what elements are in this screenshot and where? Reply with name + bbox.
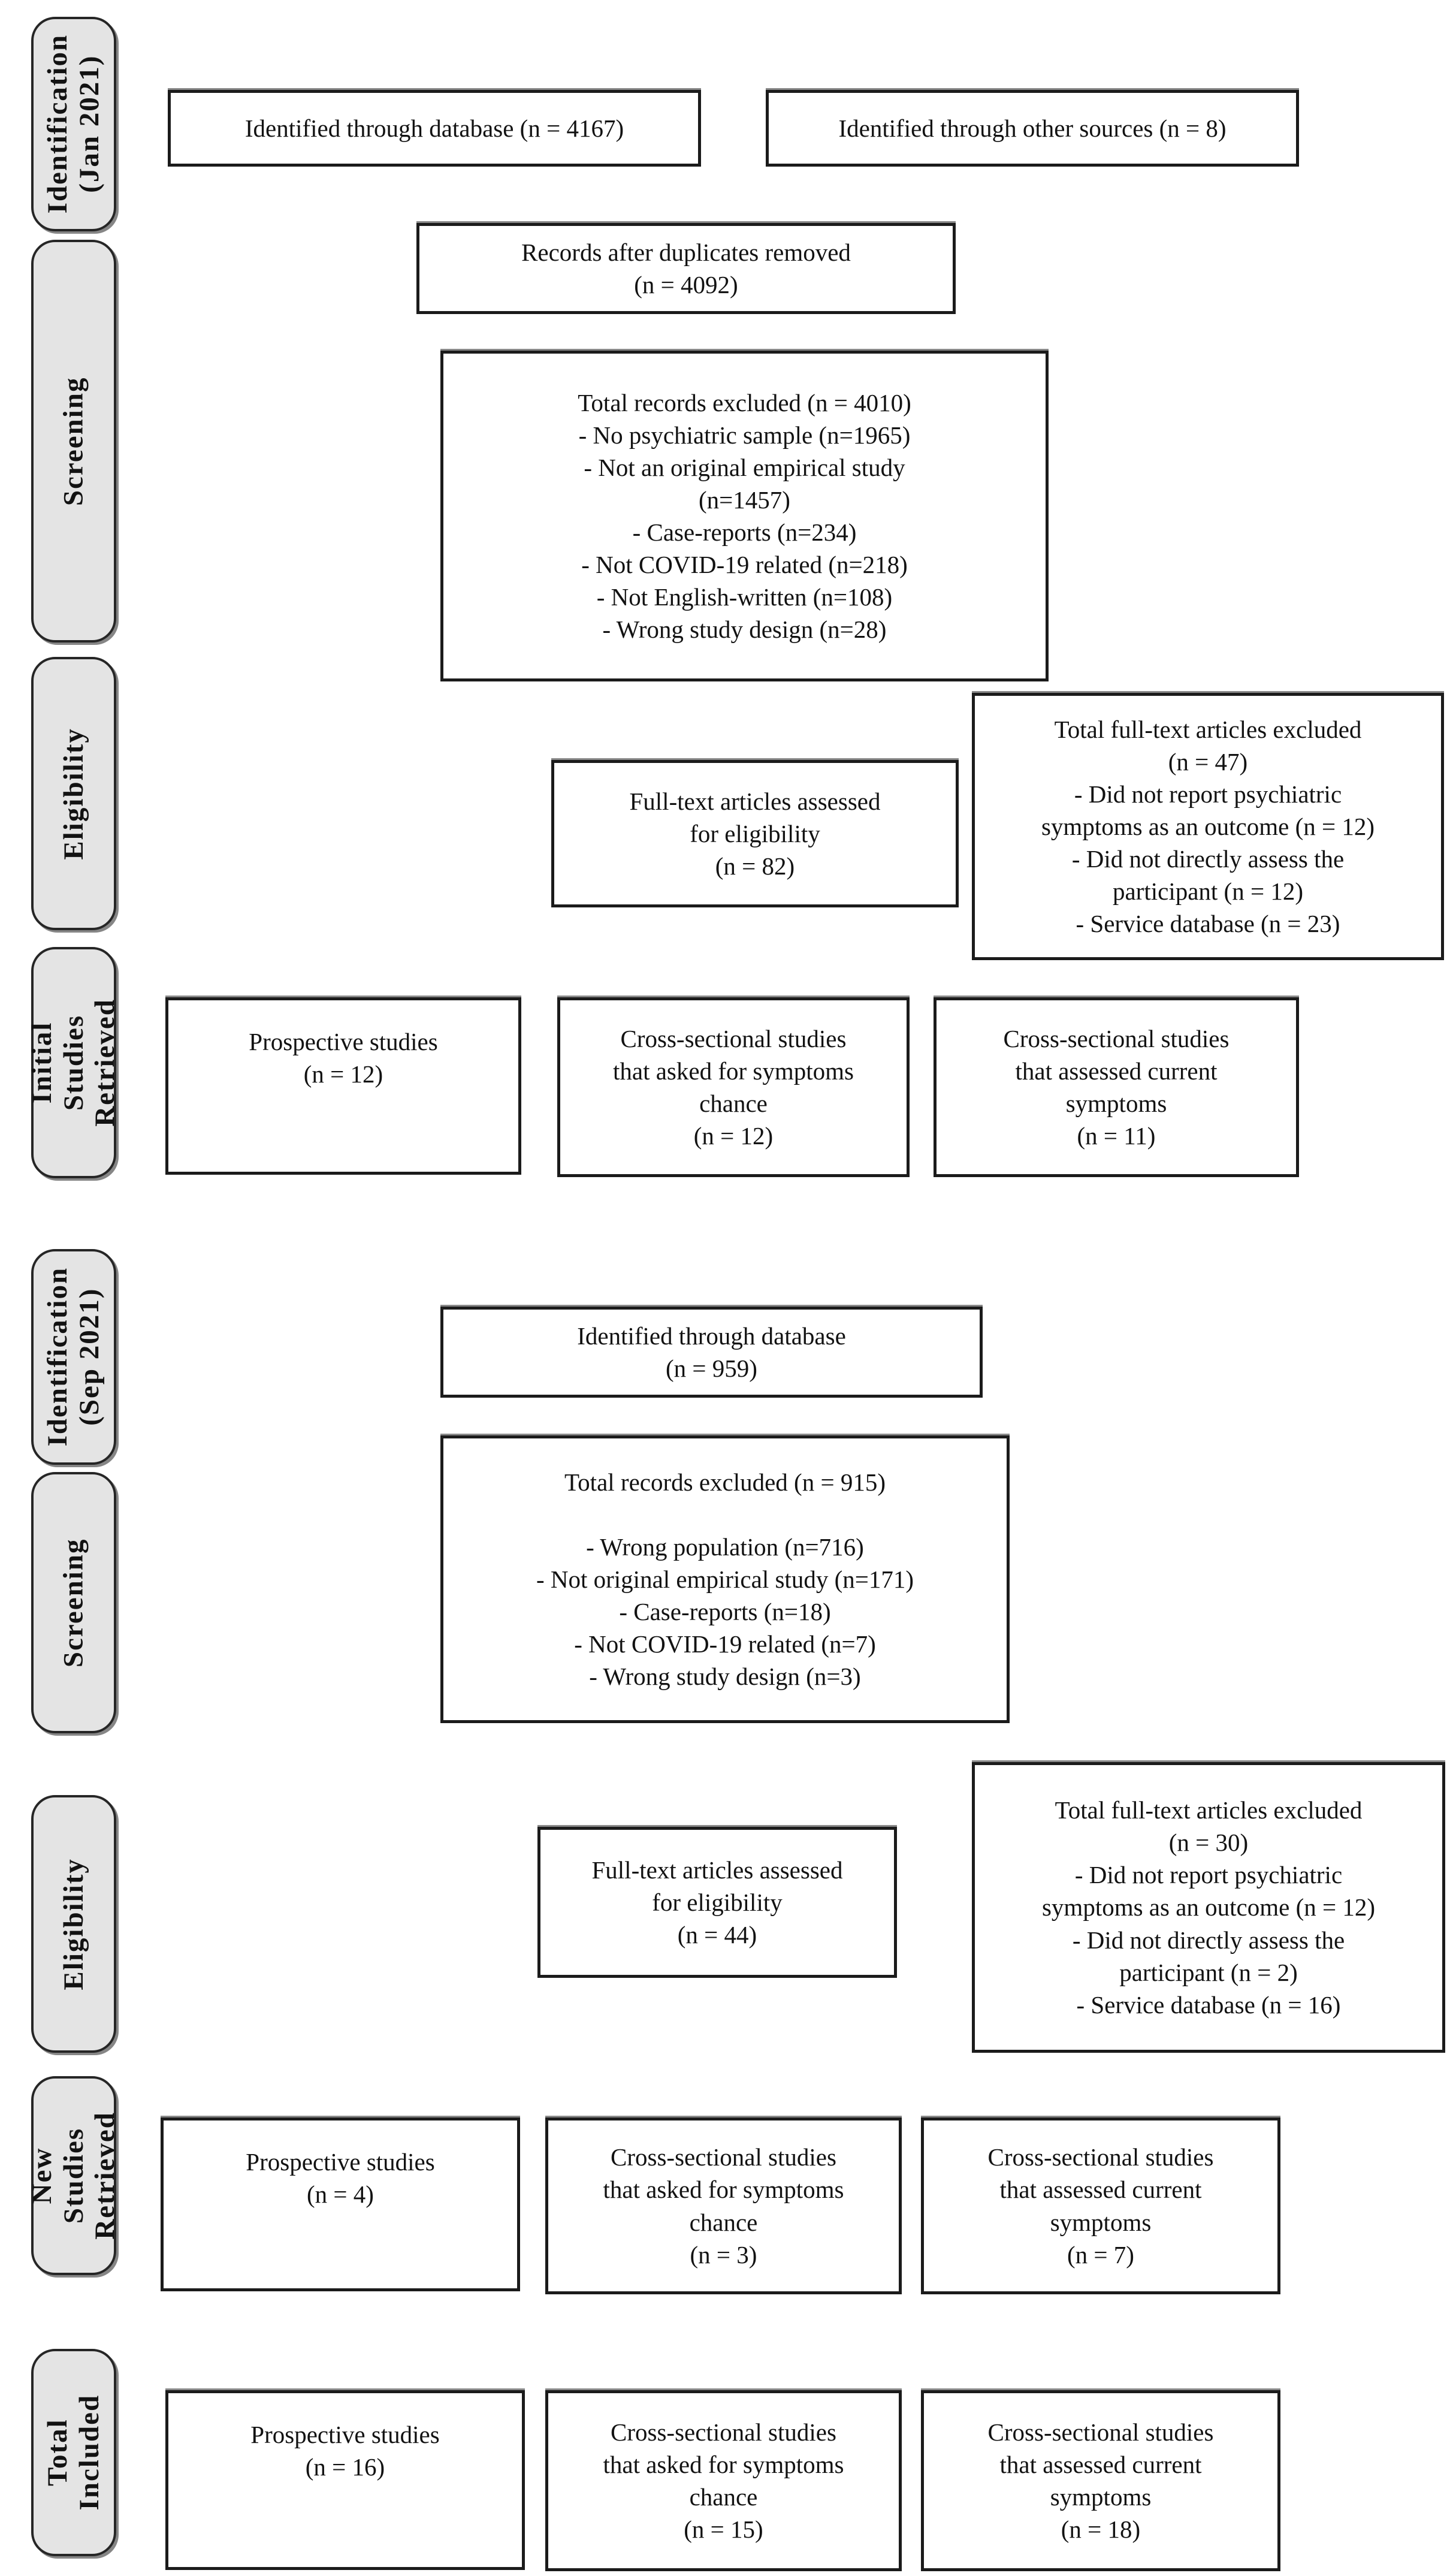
box-fulltext-assessed-sep2021: Full-text articles assessed for eligibil… (537, 1827, 897, 1978)
stage-label-text: Screening (58, 1538, 89, 1667)
stage-label-screening-jan2021: Screening (31, 240, 116, 643)
stage-label-text: Eligibility (58, 1857, 89, 1990)
box-cross-sectional-assessed-jan2021: Cross-sectional studies that assessed cu… (934, 997, 1299, 1177)
stage-label-text: Identification (Sep 2021) (42, 1267, 105, 1447)
box-identified-database-sep2021: Identified through database (n = 959) (440, 1307, 983, 1398)
box-prospective-studies-jan2021: Prospective studies (n = 12) (165, 997, 521, 1175)
box-identified-database-jan2021: Identified through database (n = 4167) (168, 90, 701, 167)
stage-label-text: Eligibility (58, 727, 89, 860)
stage-label-identification-sep2021: Identification (Sep 2021) (31, 1249, 116, 1465)
stage-label-screening-sep2021: Screening (31, 1472, 116, 1733)
stage-label-text: New Studies Retrieved (26, 2112, 121, 2240)
box-cross-sectional-asked-sep2021: Cross-sectional studies that asked for s… (545, 2117, 902, 2294)
box-fulltext-assessed-jan2021: Full-text articles assessed for eligibil… (551, 760, 959, 907)
stage-label-total-included: Total Included (31, 2349, 116, 2556)
stage-label-text: Total Included (42, 2394, 105, 2511)
stage-label-eligibility-jan2021: Eligibility (31, 657, 116, 930)
box-prospective-studies-sep2021: Prospective studies (n = 4) (161, 2117, 520, 2291)
box-identified-other-sources-jan2021: Identified through other sources (n = 8) (766, 90, 1299, 167)
box-records-excluded-sep2021: Total records excluded (n = 915) - Wrong… (440, 1435, 1010, 1723)
box-cross-sectional-asked-total: Cross-sectional studies that asked for s… (545, 2390, 902, 2571)
stage-label-text: Screening (58, 376, 89, 506)
stage-label-eligibility-sep2021: Eligibility (31, 1795, 116, 2053)
box-fulltext-excluded-jan2021: Total full-text articles excluded (n = 4… (972, 693, 1444, 960)
box-fulltext-excluded-sep2021: Total full-text articles excluded (n = 3… (972, 1762, 1445, 2053)
box-cross-sectional-asked-jan2021: Cross-sectional studies that asked for s… (557, 997, 910, 1177)
stage-label-text: Identification (Jan 2021) (42, 34, 105, 214)
stage-label-identification-jan2021: Identification (Jan 2021) (31, 17, 116, 231)
box-cross-sectional-assessed-total: Cross-sectional studies that assessed cu… (921, 2390, 1280, 2571)
stage-label-initial-studies-retrieved: Initial Studies Retrieved (26, 947, 120, 1178)
box-records-excluded-jan2021: Total records excluded (n = 4010) - No p… (440, 351, 1049, 681)
stage-label-new-studies-retrieved: New Studies Retrieved (26, 2076, 120, 2275)
box-records-after-duplicates-removed: Records after duplicates removed (n = 40… (416, 223, 956, 314)
box-cross-sectional-assessed-sep2021: Cross-sectional studies that assessed cu… (921, 2117, 1280, 2294)
box-prospective-studies-total: Prospective studies (n = 16) (165, 2390, 525, 2570)
stage-label-text: Initial Studies Retrieved (26, 999, 121, 1127)
